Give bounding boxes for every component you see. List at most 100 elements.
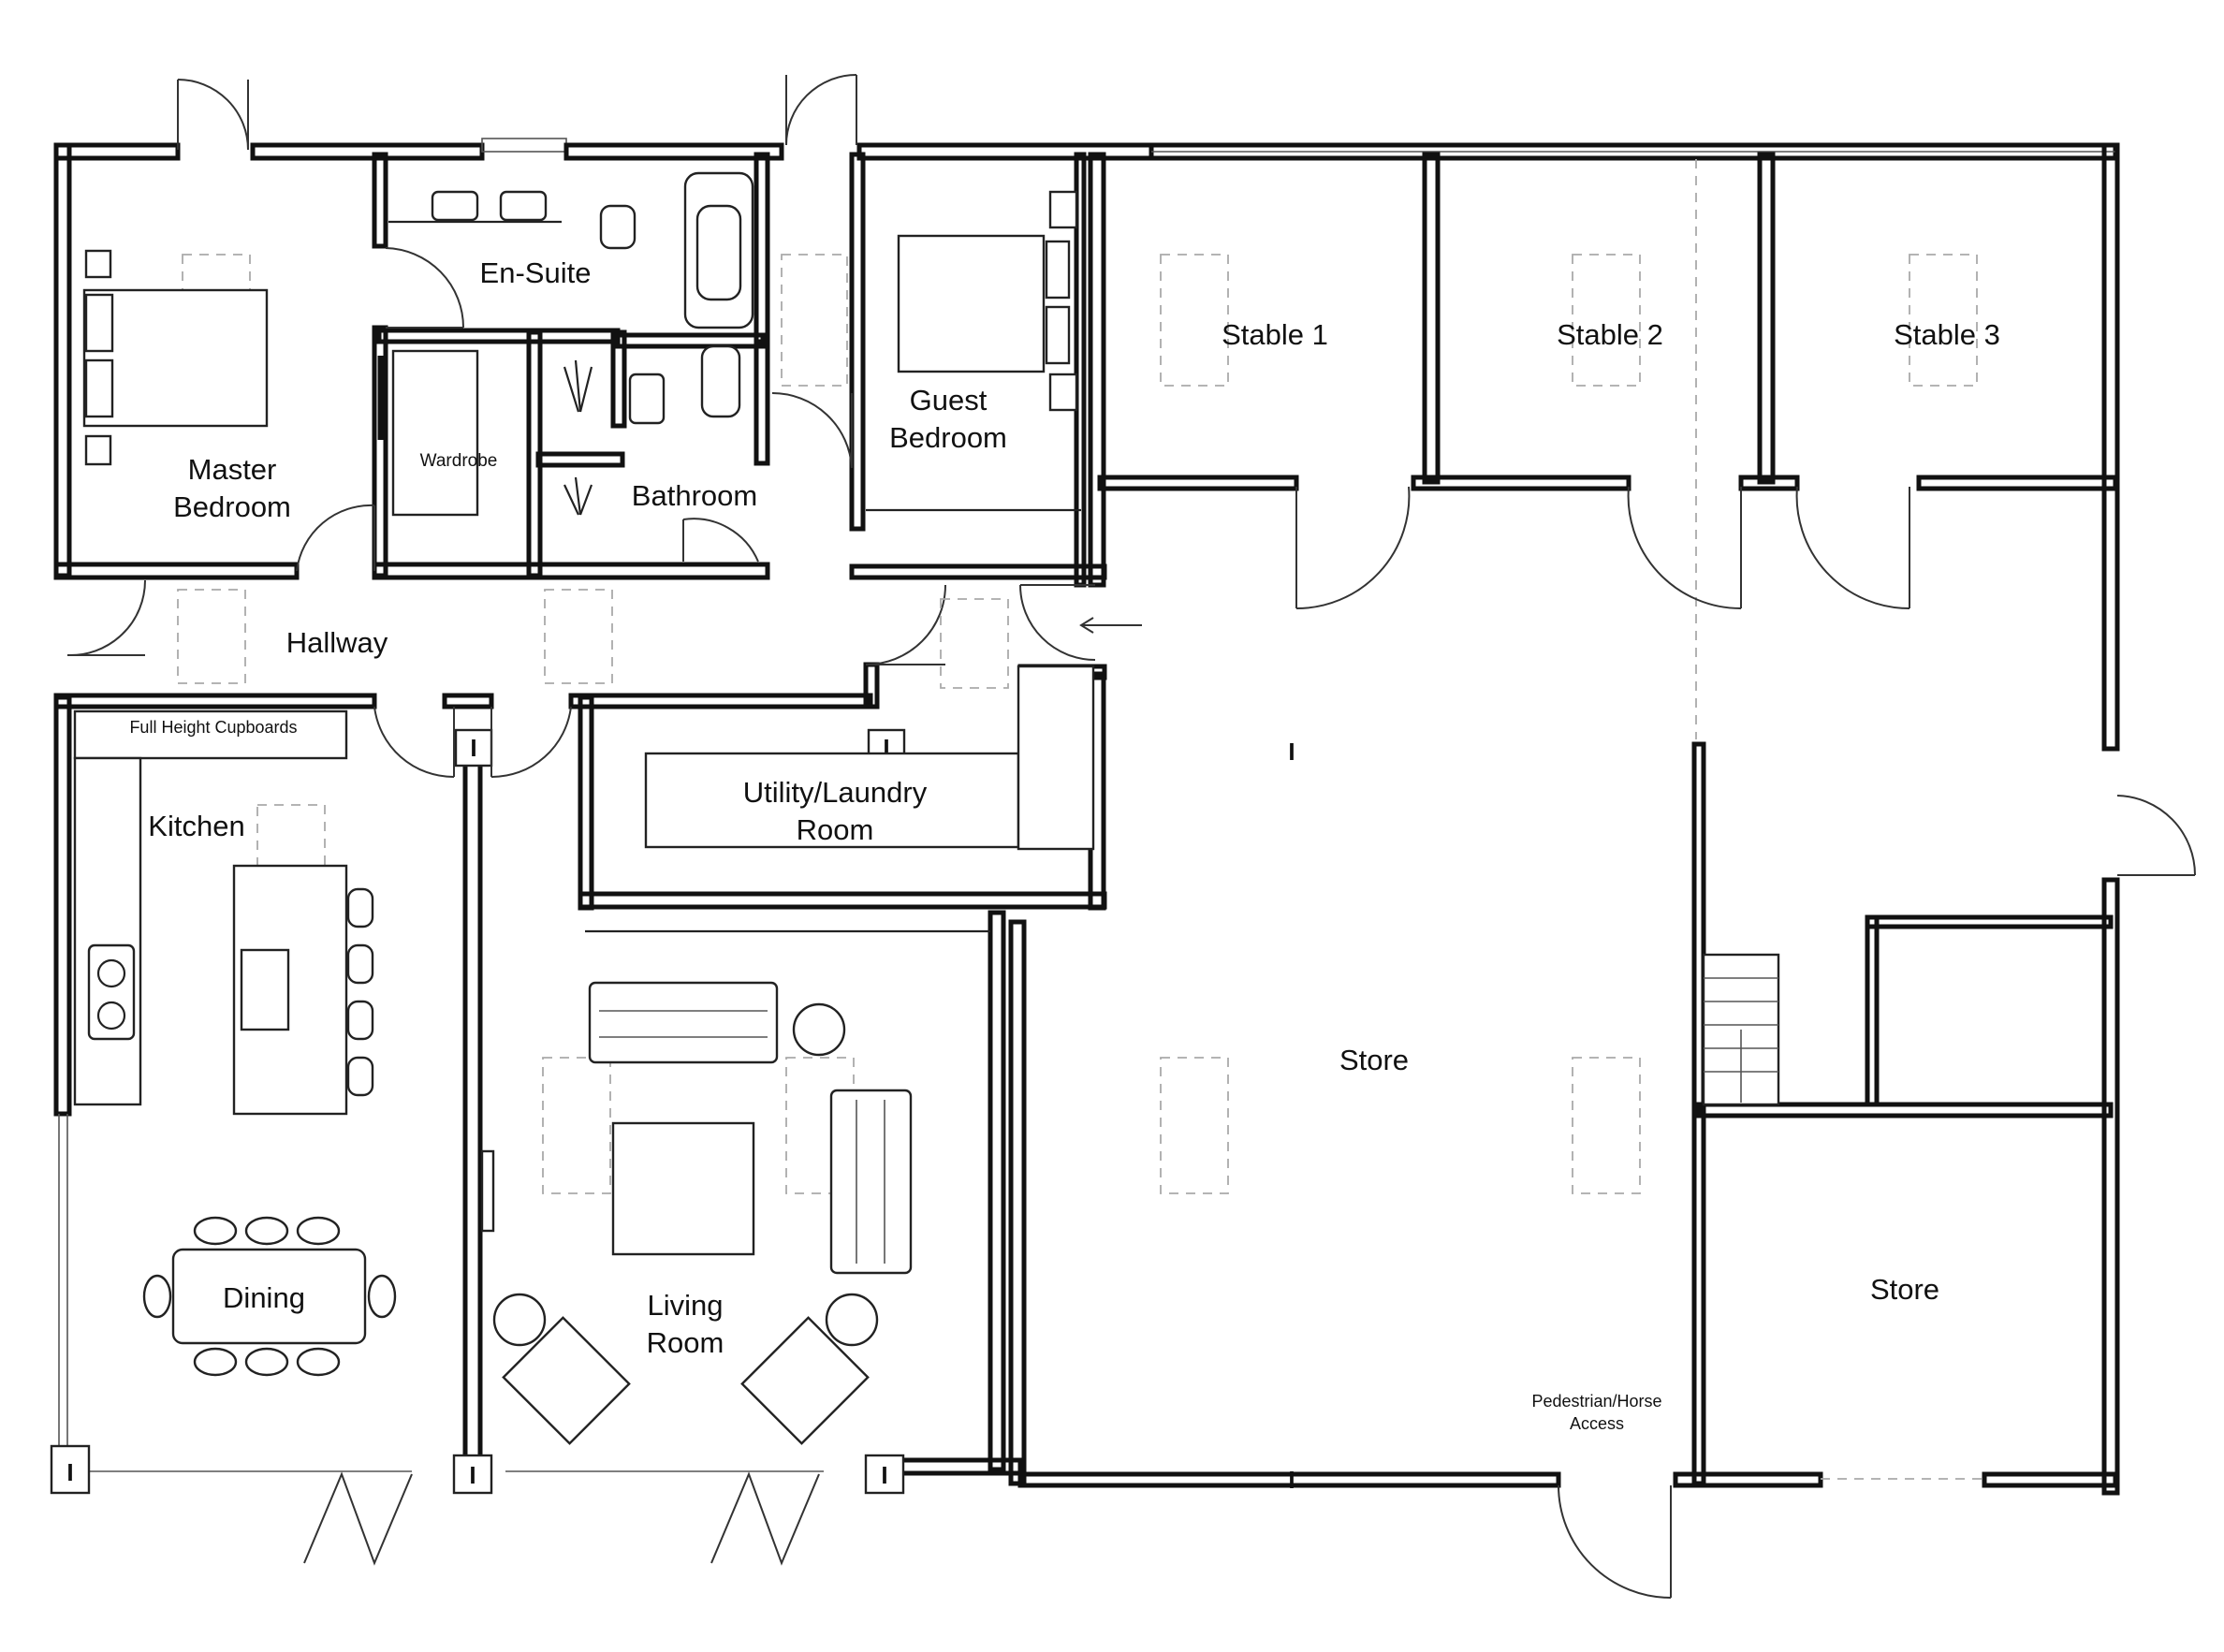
stable-divider-2 bbox=[1757, 152, 1776, 485]
top-wall-master bbox=[53, 142, 181, 161]
left-wall-kitchen bbox=[53, 694, 72, 1117]
label-store-main: Store bbox=[1339, 1044, 1409, 1076]
ensuite-right-wall bbox=[754, 152, 770, 344]
shower-2 bbox=[563, 476, 593, 516]
door-kitchen[interactable] bbox=[373, 706, 455, 779]
bathroom-fixtures bbox=[628, 344, 741, 425]
label-kitchen: Kitchen bbox=[148, 810, 244, 842]
label-utility-line2: Room bbox=[797, 813, 874, 846]
label-stable-1: Stable 1 bbox=[1222, 318, 1328, 351]
label-hallway: Hallway bbox=[286, 626, 388, 659]
door-stable-3[interactable] bbox=[1795, 486, 1910, 610]
stable-bottom-3 bbox=[1738, 475, 1800, 491]
bifold-door-living[interactable] bbox=[710, 1471, 820, 1566]
top-wall-ensuite bbox=[250, 142, 485, 161]
label-guest-line1: Guest bbox=[910, 384, 988, 417]
label-wardrobe: Wardrobe bbox=[420, 451, 498, 471]
label-master-line2: Bedroom bbox=[173, 490, 291, 523]
bathroom-right-wall bbox=[754, 339, 770, 466]
door-stable-1[interactable] bbox=[1295, 486, 1411, 610]
shower-1 bbox=[563, 359, 593, 413]
label-access-line2: Access bbox=[1570, 1414, 1624, 1433]
post-store-bottom: I bbox=[1288, 1466, 1295, 1494]
utility-counter bbox=[644, 665, 1095, 851]
stair-right-wall bbox=[1865, 914, 1880, 1107]
door-master-hall[interactable] bbox=[296, 504, 375, 572]
front-door-master[interactable] bbox=[177, 79, 249, 151]
door-ensuite[interactable] bbox=[385, 247, 464, 329]
label-full-height-cupboards: Full Height Cupboards bbox=[129, 718, 297, 737]
right-wall-lower bbox=[2101, 877, 2120, 1496]
staircase bbox=[1702, 953, 1780, 1106]
door-bathroom[interactable] bbox=[682, 518, 759, 563]
bifold-door-kitchen[interactable] bbox=[303, 1471, 413, 1566]
bathroom-left-wall bbox=[610, 329, 627, 429]
guest-bed bbox=[866, 190, 1081, 512]
kitchen-top-wall bbox=[53, 693, 377, 709]
master-ensuite-wall bbox=[372, 152, 388, 249]
guest-bottom-wall bbox=[849, 563, 1107, 580]
post-bottom-middle: I bbox=[452, 1454, 493, 1495]
guest-left-wall bbox=[849, 152, 866, 532]
living-furniture bbox=[480, 981, 913, 1445]
top-wall-window bbox=[481, 138, 567, 153]
label-living-line2: Room bbox=[647, 1326, 724, 1359]
room-labels: Master Bedroom En-Suite Wardrobe Bathroo… bbox=[129, 256, 1999, 1433]
wardrobe-unit bbox=[377, 349, 479, 517]
utility-top-wall bbox=[568, 693, 873, 709]
stable-divider-1 bbox=[1422, 152, 1441, 485]
top-wall-bath bbox=[563, 142, 784, 161]
label-stable-3: Stable 3 bbox=[1894, 318, 2000, 351]
ensuite-fixtures bbox=[388, 171, 754, 329]
svg-text:I: I bbox=[883, 734, 889, 762]
door-stable-2[interactable] bbox=[1627, 486, 1742, 610]
top-wall-guest bbox=[856, 142, 1154, 161]
dining-table bbox=[142, 1216, 397, 1377]
door-living[interactable] bbox=[490, 706, 572, 779]
svg-text:I: I bbox=[470, 734, 476, 762]
entrance-arrow bbox=[1079, 617, 1142, 634]
svg-text:I: I bbox=[469, 1461, 476, 1489]
utility-bottom-wall bbox=[578, 891, 1107, 910]
stable-bottom-1 bbox=[1097, 475, 1299, 491]
front-door-guest[interactable] bbox=[785, 74, 857, 146]
door-guest[interactable] bbox=[771, 391, 853, 469]
master-bed bbox=[82, 249, 269, 466]
post-store-centre: I bbox=[1288, 738, 1295, 766]
shower-divider bbox=[535, 451, 625, 468]
kitchen-units bbox=[73, 709, 374, 1116]
utility-left-wall bbox=[578, 694, 594, 911]
store-small-top-wall bbox=[1696, 1102, 2114, 1118]
store-left-wall bbox=[1008, 919, 1027, 1486]
door-pedestrian-access[interactable] bbox=[1558, 1484, 1672, 1599]
kitchen-living-wall bbox=[462, 760, 483, 1486]
svg-text:I: I bbox=[1288, 738, 1295, 766]
label-master-line1: Master bbox=[188, 453, 277, 486]
kitchen-top-wall-2 bbox=[442, 693, 494, 709]
wardrobe-bottom-wall bbox=[372, 562, 770, 580]
post-bottom-living: I bbox=[864, 1454, 905, 1495]
label-utility-line1: Utility/Laundry bbox=[743, 776, 928, 809]
stair-top-wall bbox=[1865, 914, 2114, 929]
svg-text:I: I bbox=[881, 1461, 887, 1489]
label-bathroom: Bathroom bbox=[632, 479, 757, 512]
label-en-suite: En-Suite bbox=[480, 256, 592, 289]
post-hall: I bbox=[454, 728, 493, 768]
living-right-wall bbox=[988, 910, 1006, 1472]
label-living-line1: Living bbox=[648, 1289, 724, 1322]
door-right-side[interactable] bbox=[2116, 795, 2196, 876]
stable-bottom-2 bbox=[1411, 475, 1631, 491]
door-utility[interactable] bbox=[865, 584, 946, 665]
door-side-entrance[interactable] bbox=[1019, 584, 1096, 661]
bathroom-top-wall bbox=[610, 332, 766, 349]
post-bottom-left: I bbox=[50, 1444, 91, 1495]
bottom-wall-store bbox=[1017, 1471, 1561, 1488]
doors bbox=[66, 74, 2196, 1599]
label-access-line1: Pedestrian/Horse bbox=[1531, 1392, 1661, 1411]
left-wall-master bbox=[53, 142, 72, 578]
label-guest-line2: Bedroom bbox=[889, 421, 1007, 454]
ceiling-markers bbox=[177, 254, 1978, 1194]
svg-text:I: I bbox=[66, 1458, 73, 1486]
door-hall-left[interactable] bbox=[66, 579, 146, 657]
